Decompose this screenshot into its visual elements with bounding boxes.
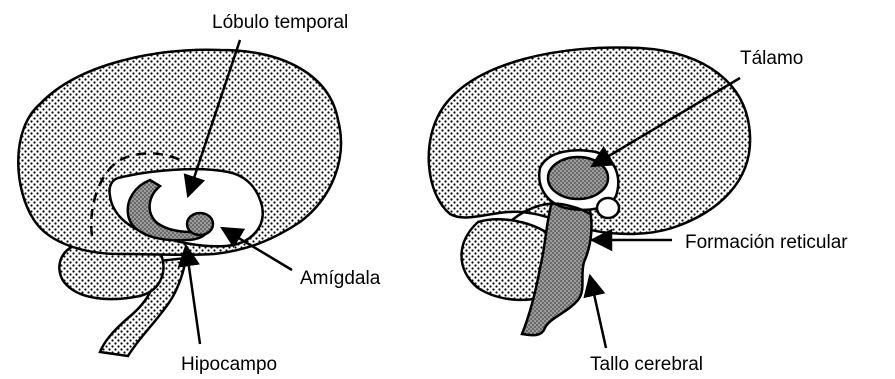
label-hippocampus: Hipocampo	[181, 354, 277, 375]
label-brainstem: Tallo cerebral	[590, 354, 703, 375]
amygdala-shape	[187, 213, 213, 235]
thalamus-shape	[548, 157, 608, 199]
label-reticular-formation: Formación reticular	[685, 232, 848, 253]
label-temporal-lobe: Lóbulo temporal	[212, 12, 348, 33]
arrow-hippocampus	[186, 246, 200, 344]
right-brain	[429, 47, 750, 335]
left-brain	[18, 50, 341, 356]
label-amygdala: Amígdala	[300, 268, 381, 289]
arrow-brainstem	[590, 276, 606, 348]
label-thalamus: Tálamo	[740, 48, 803, 69]
small-circle-structure	[597, 198, 619, 218]
